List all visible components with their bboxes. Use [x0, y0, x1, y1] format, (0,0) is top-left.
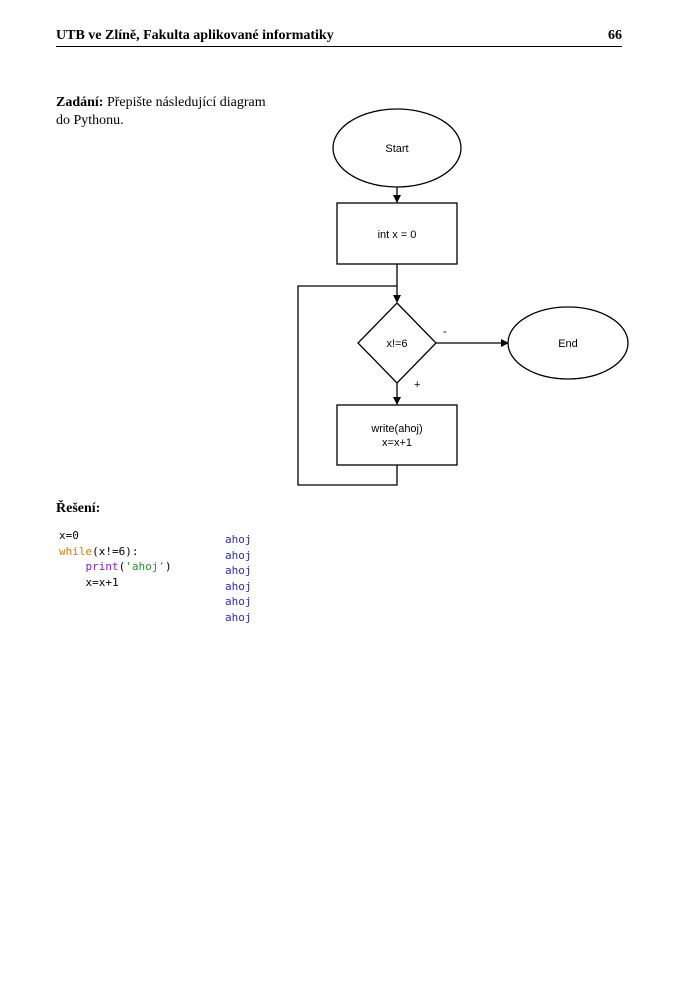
end-label: End	[558, 338, 578, 350]
string-literal: 'ahoj'	[125, 560, 165, 573]
condition-label: x!=6	[386, 338, 407, 350]
init-label: int x = 0	[378, 229, 417, 241]
page-number: 66	[608, 28, 622, 43]
program-output: ahoj ahoj ahoj ahoj ahoj ahoj	[225, 532, 252, 625]
code-line-1: x=0	[59, 529, 79, 542]
builtin-print: print	[85, 560, 119, 573]
start-label: Start	[385, 143, 408, 155]
solution-heading: Řešení:	[56, 501, 101, 516]
body-label-line2: x=x+1	[382, 437, 412, 449]
branch-true-label: +	[414, 379, 420, 391]
keyword-while: while	[59, 544, 93, 558]
paren-open: (	[118, 560, 126, 573]
code-line-2-rest: (x!=6):	[92, 544, 139, 558]
body-node	[336, 404, 458, 466]
task-text: Zadání: Přepište následující diagram do …	[56, 94, 266, 130]
end-node	[507, 306, 629, 380]
code-listing: x=0 while(x!=6): print('ahoj') x=x+1	[59, 528, 172, 590]
task-label: Zadání:	[56, 95, 104, 110]
output-line: ahoj	[225, 610, 252, 624]
branch-false-label: -	[443, 326, 447, 338]
loop-back-line	[297, 285, 398, 486]
output-line: ahoj	[225, 548, 252, 562]
output-line: ahoj	[225, 564, 252, 577]
page-header: UTB ve Zlíně, Fakulta aplikované informa…	[56, 27, 622, 47]
paren-close: )	[165, 560, 172, 573]
code-line-4: x=x+1	[59, 575, 119, 589]
output-line: ahoj	[225, 533, 252, 546]
flowchart: Start int x = 0 x!=6 - End + write(ahoj)…	[297, 108, 629, 486]
output-line: ahoj	[225, 579, 252, 593]
code-indent	[59, 560, 86, 573]
body-label-line1: write(ahoj)	[370, 423, 422, 435]
task-body: Přepište následující diagram do Pythonu.	[56, 95, 266, 128]
output-line: ahoj	[225, 595, 252, 608]
header-title: UTB ve Zlíně, Fakulta aplikované informa…	[56, 28, 334, 43]
init-node	[336, 202, 458, 265]
